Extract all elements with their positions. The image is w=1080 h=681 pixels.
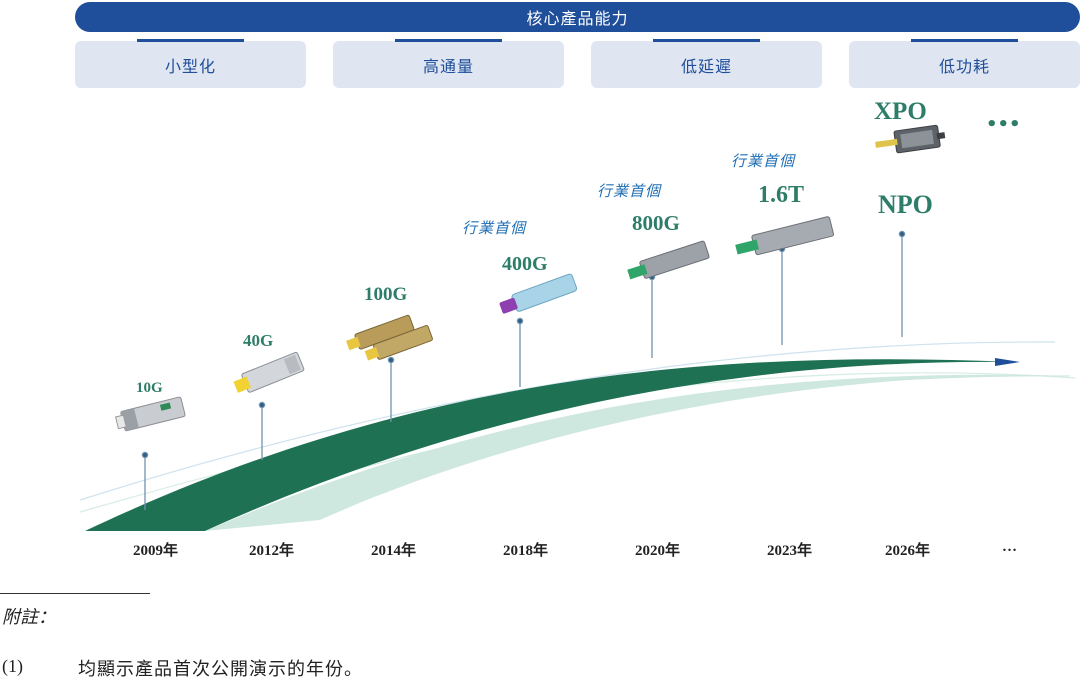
speed-label-1_6t: 1.6T	[758, 182, 805, 208]
footnote-number: (1)	[2, 656, 23, 676]
year-label-2023: 2023年	[767, 543, 813, 559]
light-swoosh	[205, 374, 1070, 531]
capability-high-throughput: 高通量	[333, 39, 564, 88]
stem-dot	[258, 401, 266, 409]
capability-label: 高通量	[422, 56, 474, 76]
swoosh-arrow	[995, 358, 1020, 366]
industry-first-label: 行業首個	[462, 219, 527, 237]
year-label-2026: 2026年	[885, 543, 931, 559]
speed-label-npo: NPO	[878, 190, 933, 219]
stem-dot	[516, 317, 524, 325]
capability-low-power: 低功耗	[849, 39, 1080, 88]
module-100g-image	[346, 314, 433, 361]
footnote-divider	[0, 593, 150, 594]
sweep-line	[79, 341, 1056, 501]
banner-title: 核心產品能力	[526, 9, 629, 28]
speed-label-xpo: XPO	[874, 98, 927, 125]
more-ellipsis: •••	[986, 114, 1021, 135]
capability-low-latency: 低延遲	[591, 39, 822, 88]
year-label-2012: 2012年	[249, 543, 295, 559]
year-label-2014: 2014年	[371, 543, 417, 559]
speed-label-400g: 400G	[502, 253, 548, 275]
footnote-text: 均顯示產品首次公開演示的年份。	[78, 659, 363, 680]
stem-dot	[898, 230, 906, 238]
year-label-2009: 2009年	[133, 543, 179, 559]
year-label-2020: 2020年	[635, 543, 681, 559]
module-40g-image	[233, 351, 305, 393]
speed-label-40g: 40G	[243, 331, 274, 350]
year-label-ellipsis: …	[1002, 539, 1017, 555]
module-800g-image	[627, 240, 710, 280]
speed-label-800g: 800G	[632, 211, 680, 235]
capability-miniaturization: 小型化	[75, 39, 306, 88]
capability-label: 低功耗	[938, 56, 990, 76]
module-400g-image	[499, 273, 578, 314]
footnote-title: 附註：	[2, 607, 56, 628]
industry-first-label: 行業首個	[731, 152, 796, 170]
main-swoosh	[85, 359, 1015, 531]
capability-label: 低延遲	[680, 56, 732, 76]
timeline-graphic	[79, 124, 1076, 531]
stem-dot	[141, 451, 149, 459]
module-xpo-image	[875, 124, 946, 154]
module-1_6t-image	[735, 216, 835, 256]
capability-label: 小型化	[164, 56, 216, 76]
module-10g-image	[114, 396, 186, 432]
speed-label-10g: 10G	[136, 380, 163, 396]
stem-dot	[387, 356, 395, 364]
industry-first-label: 行業首個	[597, 182, 662, 200]
speed-label-100g: 100G	[364, 284, 408, 305]
year-label-2018: 2018年	[503, 543, 549, 559]
core-capability-banner: 核心產品能力	[75, 2, 1080, 32]
